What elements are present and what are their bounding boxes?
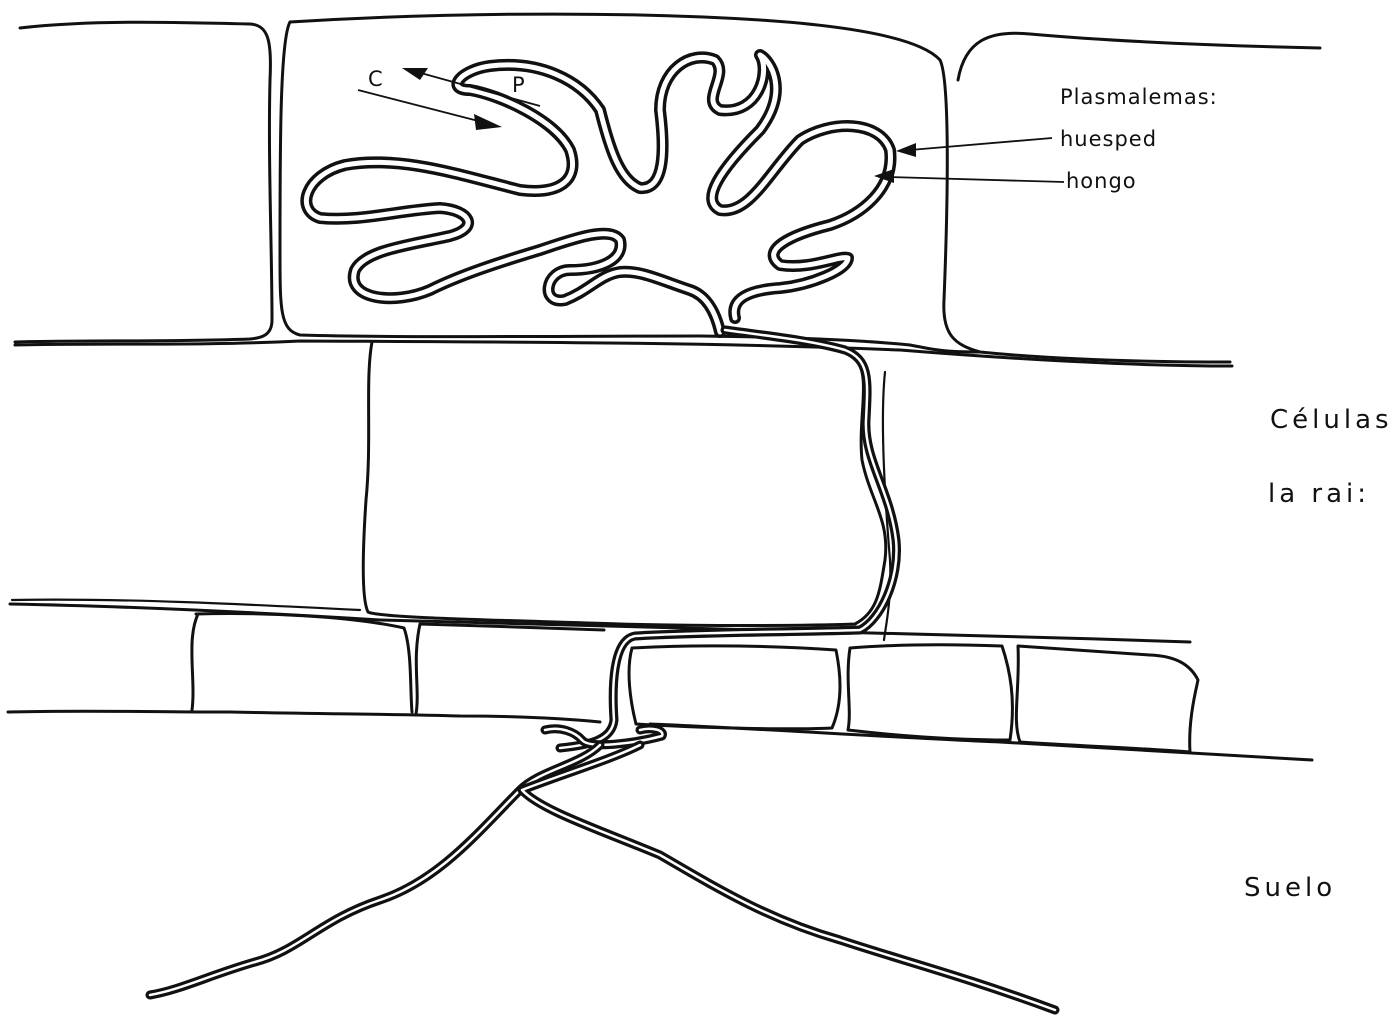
middle-cell-row xyxy=(10,342,1190,642)
epidermis-cell-4 xyxy=(848,645,1012,740)
hypha-through-cells xyxy=(560,330,897,748)
c-label: C xyxy=(368,67,384,91)
epidermis-cell-2 xyxy=(416,624,604,714)
arbuscule xyxy=(306,55,890,332)
host-membrane-label: huesped xyxy=(1060,127,1157,151)
host-leader-arrowhead xyxy=(896,143,916,157)
plasmalemmas-heading: Plasmalemas: xyxy=(1060,85,1218,109)
epidermis-cell-1 xyxy=(192,614,412,712)
top-left-cell-outline xyxy=(15,22,272,342)
soil-label: Suelo xyxy=(1244,873,1336,903)
epidermis-cell-3 xyxy=(629,646,840,729)
top-row-bottom-wall xyxy=(15,341,1232,366)
arbuscule-membrane-outer xyxy=(306,55,890,332)
epidermis-cell-5 xyxy=(1016,646,1198,752)
host-leader-line xyxy=(910,138,1052,150)
plasmalemma-legend: Plasmalemas: huesped hongo xyxy=(874,85,1218,193)
c-arrowhead xyxy=(474,114,502,130)
fungus-leader-line xyxy=(888,177,1064,182)
root-cells-label-line2: la rai: xyxy=(1268,479,1370,509)
exchange-arrows: C P xyxy=(358,67,540,130)
region-labels: Células la rai: Suelo xyxy=(1244,405,1393,903)
fungal-hyphae xyxy=(150,330,1055,1010)
fungus-membrane-label: hongo xyxy=(1066,169,1137,193)
p-label: P xyxy=(512,73,526,97)
root-cells-label-line1: Células xyxy=(1270,405,1393,435)
arbuscule-membrane-inner xyxy=(306,55,890,332)
extraradical-hypha-right-lumen xyxy=(522,745,1055,1010)
top-right-cell-outline xyxy=(958,33,1320,80)
middle-large-cell-outline xyxy=(363,342,886,626)
extraradical-hypha-right xyxy=(522,745,1055,1010)
